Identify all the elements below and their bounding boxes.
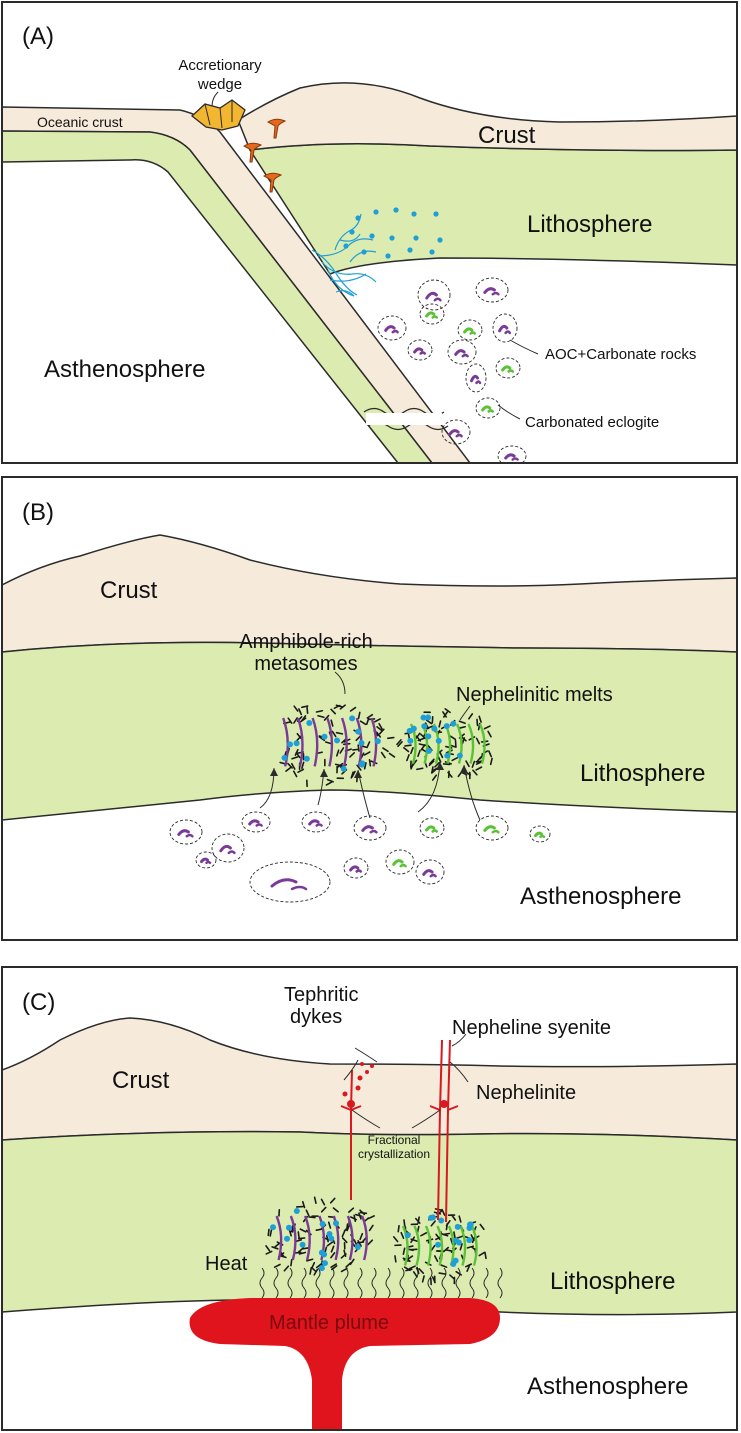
panel-c-lithosphere-label: Lithosphere: [550, 1268, 675, 1295]
accretionary-wedge: [190, 99, 246, 131]
accretionary-label-2: wedge: [197, 76, 242, 93]
nephelinite-label: Nephelinite: [476, 1082, 576, 1104]
fractional-label-1: Fractional: [368, 1133, 421, 1147]
panel-a-asthenosphere-label: Asthenosphere: [44, 356, 205, 383]
panel-b-crust-label: Crust: [100, 577, 158, 604]
panel-c-metasomes: [265, 1196, 487, 1286]
tephritic-label-2: dykes: [290, 1006, 342, 1028]
panel-b-lithosphere: [2, 641, 737, 821]
panel-b-tag: (B): [22, 499, 54, 526]
slab-fluids: [311, 213, 377, 297]
panel-b-asthenosphere-label: Asthenosphere: [520, 883, 681, 910]
mantle-plume-label: Mantle plume: [269, 1312, 389, 1334]
panel-a-frame: [1, 1, 738, 464]
panel-a-oceanic-lithosphere: [2, 130, 433, 463]
panel-b-blobs: [169, 811, 551, 903]
tephritic-label-1: Tephritic: [284, 984, 358, 1006]
panel-a-blobs: [377, 277, 527, 463]
panel-b-lithosphere-label: Lithosphere: [580, 760, 705, 787]
panel-c: (C) Tephritic dykes Nepheline syenite Cr…: [1, 966, 738, 1431]
nephelinitic-label: Nephelinitic melts: [456, 684, 613, 706]
panel-a-crust-label: Crust: [478, 122, 536, 149]
panel-b: (B) Crust Amphibole-rich metasomes Nephe…: [1, 476, 738, 941]
amphibole-label-2: metasomes: [254, 653, 357, 675]
panel-a: (A) Accretionary wedge Oceanic crust Cru…: [1, 1, 738, 464]
panel-c-frame: [1, 966, 738, 1431]
panel-b-frame: [1, 476, 738, 941]
mantle-plume: [189, 1298, 500, 1430]
panel-b-metasomes: [279, 704, 493, 788]
oceanic-crust-label: Oceanic crust: [37, 114, 123, 130]
panel-c-tag: (C): [22, 989, 55, 1016]
panel-c-crust-label: Crust: [112, 1067, 170, 1094]
panel-c-asthenosphere-label: Asthenosphere: [527, 1373, 688, 1400]
fluid-droplets: [343, 207, 443, 259]
aoc-label: AOC+Carbonate rocks: [545, 346, 696, 363]
dyke-branches: [342, 1062, 448, 1108]
panel-a-lithosphere: [248, 143, 737, 275]
panel-a-crust: [237, 82, 737, 152]
panel-a-lithosphere-label: Lithosphere: [527, 211, 652, 238]
fractional-label-2: crystallization: [358, 1147, 430, 1161]
eclogite-label: Carbonated eclogite: [525, 414, 659, 431]
panel-a-tag: (A): [22, 23, 54, 50]
nepheline-syenite-label: Nepheline syenite: [452, 1017, 611, 1039]
amphibole-label-1: Amphibole-rich: [239, 631, 372, 653]
heat-label: Heat: [205, 1253, 248, 1275]
accretionary-label-1: Accretionary: [178, 57, 262, 74]
heat-waves: [259, 1267, 503, 1299]
arc-volcanoes: [242, 118, 287, 193]
